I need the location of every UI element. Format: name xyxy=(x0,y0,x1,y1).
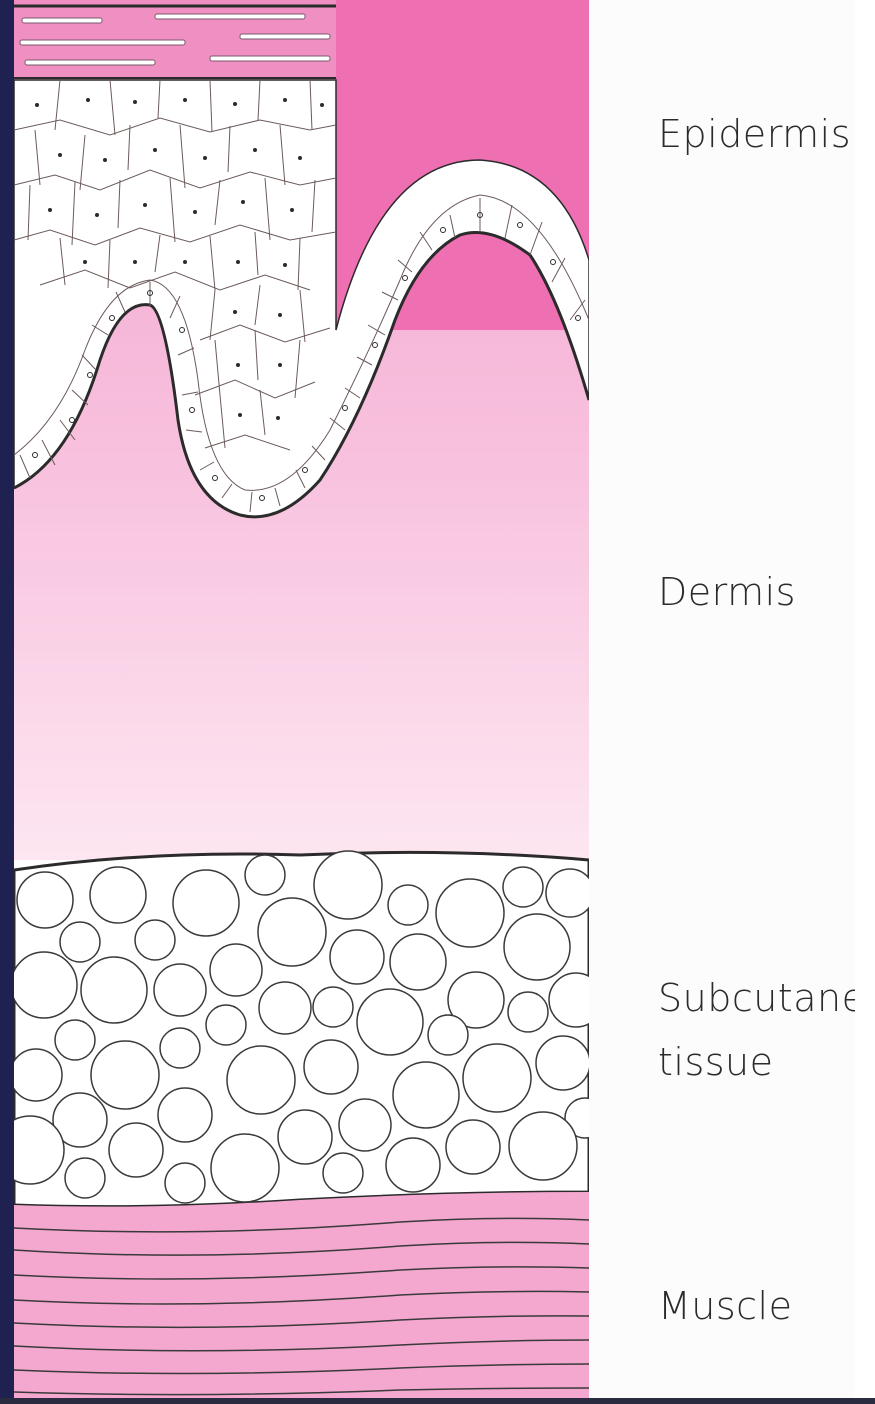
muscle-layer xyxy=(14,1192,589,1398)
left-frame-border xyxy=(0,0,14,1404)
label-muscle: Muscle xyxy=(658,1284,855,1328)
label-dermis: Dermis xyxy=(658,570,855,614)
bottom-frame-border xyxy=(0,1398,875,1404)
right-frame-margin xyxy=(855,0,875,1404)
label-epidermis: Epidermis xyxy=(658,112,855,156)
label-subcutaneous-tissue: tissue xyxy=(658,1040,855,1084)
label-subcutaneous: Subcutaneous xyxy=(658,976,855,1020)
label-panel xyxy=(589,0,855,1398)
